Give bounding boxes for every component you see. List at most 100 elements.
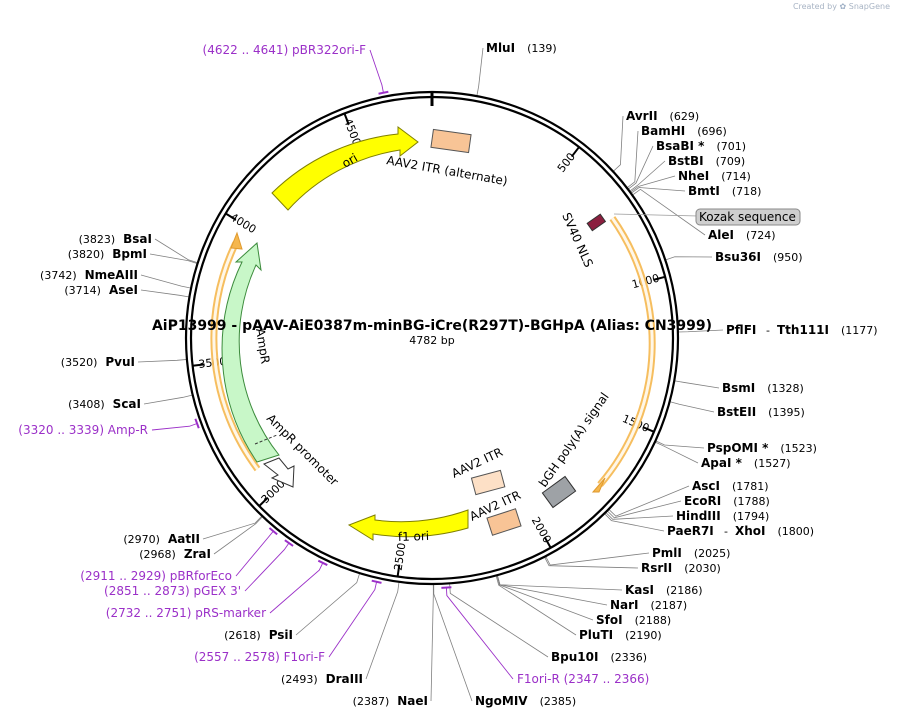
site-leader-line: [430, 583, 434, 702]
site-name: BpmI: [112, 247, 147, 261]
site-position: (724): [746, 229, 776, 242]
site-leader-line: [606, 500, 682, 519]
site-position: (1395): [768, 406, 805, 419]
backbone-outer: [184, 90, 680, 586]
site-leader-line: [149, 253, 198, 264]
feature-ampr-label: AmpR: [253, 327, 272, 365]
site-position: (714): [721, 170, 751, 183]
site-position: (1781): [732, 480, 769, 493]
site-position: (2025): [694, 547, 731, 560]
site-leader-line: [143, 394, 193, 405]
site-position: (3742): [40, 269, 77, 282]
feature-f1ori-arrow: [347, 509, 469, 541]
feature-f1ori-label: f1 ori: [398, 529, 430, 544]
site-name: PmlI: [652, 546, 682, 560]
credit-brand: SnapGene: [848, 2, 890, 11]
site-position: (1788): [733, 495, 770, 508]
site-name: SfoI: [596, 613, 623, 627]
site-position: (2030): [684, 562, 721, 575]
site-name: PluTI: [579, 628, 613, 642]
feature-ampr-arrow: [221, 242, 280, 463]
site-name: PvuI: [105, 355, 135, 369]
snapgene-credit: Created by ✿ SnapGene: [793, 2, 890, 11]
site-position: (950): [773, 251, 803, 264]
site-leader-line: [202, 515, 263, 540]
primer-label: (2732 .. 2751) pRS-marker: [106, 606, 266, 620]
site-name: ScaI: [113, 397, 141, 411]
feature-sv40-nls-box: [586, 213, 607, 232]
site-leader-line: [674, 380, 720, 389]
site-name: HindIII: [676, 509, 721, 523]
site-leader-line: [630, 175, 676, 193]
site-name: BsmI: [722, 381, 755, 395]
site-position: (139): [527, 42, 557, 55]
site-name: BstBI: [668, 154, 704, 168]
site-leader-line: [627, 145, 654, 190]
site-leader-line: [140, 274, 192, 289]
site-position: (3520): [61, 356, 98, 369]
feature-bgh-polya-label: bGH poly(A) signal: [536, 390, 612, 490]
site-leader-line: [677, 329, 724, 333]
site-name: AseI: [109, 283, 138, 297]
orf-ampr-core: [212, 242, 259, 470]
site-name: PsiI: [269, 628, 293, 642]
site-leader-line: [669, 401, 715, 413]
feature-itr-a-box: [470, 469, 506, 496]
orf-icre-arrowhead: [591, 477, 606, 493]
orf-ampr-arrowhead: [230, 231, 243, 250]
site-leader-line: [608, 485, 690, 517]
primer-label: (2911 .. 2929) pBRforEco: [80, 569, 232, 583]
primer-leader-line: [328, 581, 378, 658]
site-position: (2385): [540, 695, 577, 708]
feature-sv40-nls-label: SV40 NLS: [559, 211, 595, 270]
site-name: DraIII: [326, 672, 363, 686]
kozak-badge-bg: [695, 208, 801, 226]
ampr-promoter-boundary: [254, 434, 278, 445]
primer-leader-line: [369, 49, 384, 93]
ruler-tick: [396, 564, 401, 577]
site-position: (3823): [79, 233, 116, 246]
primer-sites: (4622 .. 4641) pBR322ori-F(3320 .. 3339)…: [18, 43, 649, 686]
primer-leader-line: [445, 587, 514, 680]
site-name: NheI: [678, 169, 709, 183]
ruler-tick-label: 4000: [228, 211, 259, 237]
site-separator: -: [766, 324, 770, 337]
site-name: NgoMIV: [475, 694, 528, 708]
site-position: (629): [670, 110, 700, 123]
site-name: Bpu10I: [551, 650, 598, 664]
site-position: (2387): [353, 695, 390, 708]
site-name: AscI: [692, 479, 720, 493]
site-name: XhoI: [735, 524, 766, 538]
site-name: AvrII: [626, 109, 658, 123]
ruler-tick: [192, 363, 205, 367]
primer-label: (2557 .. 2578) F1ori-F: [194, 650, 325, 664]
primer-mark: [317, 559, 328, 566]
site-leader-line: [545, 552, 650, 566]
primer-label: (2851 .. 2873) pGEX 3': [104, 584, 241, 598]
site-position: (2968): [139, 548, 176, 561]
site-leader-line: [654, 441, 699, 464]
primer-label: (3320 .. 3339) Amp-R: [18, 423, 148, 437]
site-position: (696): [697, 125, 727, 138]
site-name: AatII: [168, 532, 200, 546]
ruler-tick: [225, 212, 237, 221]
site-leader-line: [433, 583, 473, 702]
site-name: BsaBI *: [656, 139, 705, 153]
site-name: Bsu36I: [715, 250, 761, 264]
site-position: (709): [716, 155, 746, 168]
site-name: ApaI *: [701, 456, 743, 470]
site-position: (2188): [635, 614, 672, 627]
site-position: (1523): [780, 442, 817, 455]
feature-ori-label: ori: [340, 151, 361, 171]
ruler-tick-label: 2000: [529, 515, 554, 546]
restriction-sites: MluI(139)AvrII(629)BamHI(696)BsaBI *(701…: [40, 41, 878, 708]
feature-itr-b-box: [486, 508, 522, 536]
site-name: NarI: [610, 598, 639, 612]
feature-ori-arrow: [271, 126, 419, 211]
site-leader-line: [632, 188, 706, 236]
site-position: (2186): [666, 584, 703, 597]
site-name: MluI: [486, 41, 515, 55]
site-position: (2618): [224, 629, 261, 642]
site-name: AleI: [708, 228, 734, 242]
site-name: PflFI: [726, 323, 756, 337]
